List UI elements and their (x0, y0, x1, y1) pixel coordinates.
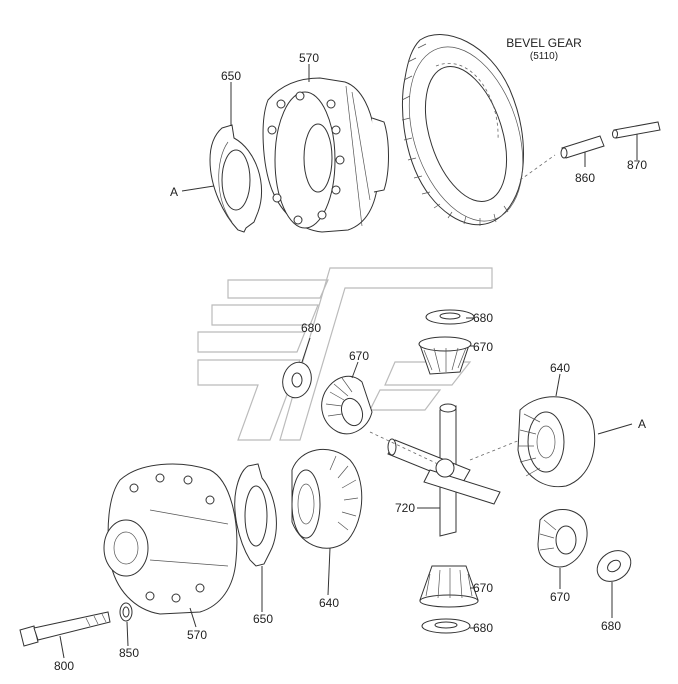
pin-870 (612, 121, 661, 139)
side-gear-640-left (291, 449, 363, 549)
callout-570-top: 570 (299, 51, 319, 65)
callout-680-mid: 680 (301, 321, 321, 335)
callout-670-top: 670 (473, 340, 493, 354)
callout-870: 870 (627, 158, 647, 172)
thrust-washer-680-bottom (421, 618, 471, 634)
callout-860: 860 (575, 171, 595, 185)
thrust-washer-bottom (234, 463, 277, 567)
differential-case-bottom (103, 463, 238, 615)
thrust-washer-680-left (282, 361, 312, 399)
callout-800: 800 (54, 659, 74, 673)
callout-680-top: 680 (473, 311, 493, 325)
callout-640-right: 640 (550, 361, 570, 375)
side-gear-640-right (517, 396, 596, 488)
callout-650-bottom: 650 (253, 612, 273, 626)
bevel-gear-code: (5110) (530, 51, 558, 62)
callout-720: 720 (395, 501, 415, 515)
pinion-gear-670-bottom (419, 565, 479, 608)
bevel-gear-ring (401, 34, 556, 226)
thrust-washer-top (209, 124, 262, 233)
pinion-gear-670-right (537, 509, 588, 568)
cross-shaft-spider (369, 403, 521, 537)
callout-a-left: A (170, 185, 178, 199)
callout-650-top: 650 (221, 69, 241, 83)
callout-680-right: 680 (601, 619, 621, 633)
callout-670-mid: 670 (349, 349, 369, 363)
thrust-washer-680-right (596, 550, 632, 582)
callout-670-right: 670 (550, 590, 570, 604)
callout-a-right: A (638, 417, 646, 431)
leader-lines (59, 64, 638, 659)
pinion-gear-670-left (321, 375, 373, 435)
callout-680-bottom: 680 (473, 621, 493, 635)
thrust-washer-680-top (425, 309, 475, 325)
bevel-gear-title: BEVEL GEAR (506, 36, 582, 50)
callout-850: 850 (119, 646, 139, 660)
pin-860 (560, 135, 605, 159)
callout-640-bottom: 640 (319, 596, 339, 610)
differential-case-top (262, 77, 389, 233)
washer-850 (119, 602, 133, 622)
callout-670-bottom: 670 (473, 581, 493, 595)
callout-570-bottom: 570 (187, 628, 207, 642)
pinion-gear-670-mid (418, 336, 472, 375)
bolt-800 (19, 611, 111, 647)
